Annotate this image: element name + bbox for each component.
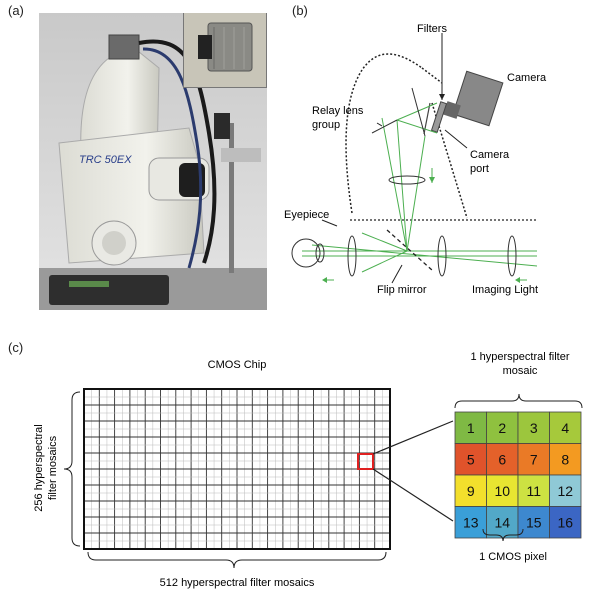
mosaic-cell	[549, 443, 582, 476]
mosaic-cell-label: 5	[467, 451, 475, 467]
cmos-chip-diagram: CMOS Chip 256 hyperspectral filter mosai…	[0, 335, 589, 601]
mosaic-cell-label: 13	[463, 514, 479, 530]
pixel-brace	[482, 528, 524, 542]
mosaic-cell-label: 10	[494, 483, 510, 499]
mosaic-cell-label: 6	[498, 451, 506, 467]
optical-schematic: Filters Camera Relay lens group Camera p…	[282, 8, 582, 308]
mosaic-cell-label: 8	[561, 451, 569, 467]
left-brace	[63, 391, 81, 547]
imaging-light-label: Imaging Light	[472, 284, 538, 296]
mosaic-cell	[454, 506, 487, 539]
mosaic-label: 1 hyperspectral filter	[470, 351, 569, 363]
filters-label: Filters	[417, 23, 447, 35]
filters-element	[430, 101, 448, 133]
fundus-camera-photo: TRC 50EX	[39, 13, 267, 310]
pixel-label: 1 CMOS pixel	[479, 551, 547, 563]
mosaic-cell-label: 15	[526, 514, 542, 530]
camera-port-label: Camera	[470, 149, 510, 161]
mosaic-label-2: mosaic	[503, 365, 538, 377]
chip-title: CMOS Chip	[208, 359, 267, 371]
panel-a-label: (a)	[8, 3, 24, 18]
mosaic-cell	[517, 443, 550, 476]
relay-lens-label: Relay lens	[312, 105, 364, 117]
mosaic-cell-label: 1	[467, 420, 475, 436]
left-label-2: filter mosaics	[47, 435, 59, 500]
mosaic-cell	[549, 506, 582, 539]
bottom-label: 512 hyperspectral filter mosaics	[160, 577, 315, 589]
panel-c-label: (c)	[8, 340, 24, 355]
panel-b-label: (b)	[292, 3, 308, 18]
eyepiece-label: Eyepiece	[284, 209, 329, 221]
brand-text: TRC 50EX	[79, 154, 132, 166]
mosaic-brace	[454, 393, 583, 409]
mosaic-cell	[517, 474, 550, 507]
bottom-brace	[87, 551, 387, 569]
left-label-1: 256 hyperspectral	[33, 424, 45, 511]
relay-lens-label-2: group	[312, 119, 340, 131]
mosaic-cell	[549, 411, 582, 444]
mosaic-cell-label: 2	[498, 420, 506, 436]
camera-port-label-2: port	[470, 163, 489, 175]
mosaic-cell-label: 14	[494, 514, 510, 530]
mosaic-cell-label: 9	[467, 483, 475, 499]
camera-inset-photo	[183, 13, 267, 88]
cmos-chip-drawing: CMOS Chip 256 hyperspectral filter mosai…	[33, 351, 583, 589]
flip-mirror-label: Flip mirror	[377, 284, 427, 296]
mosaic-cell-label: 16	[557, 514, 573, 530]
mosaic-cell-label: 11	[526, 483, 541, 499]
mosaic-cell-label: 4	[561, 420, 569, 436]
selected-mosaic-highlight	[357, 453, 374, 470]
camera-box	[452, 70, 504, 127]
camera-label: Camera	[507, 72, 547, 84]
chip-grid	[83, 388, 391, 550]
optical-schematic-drawing: Filters Camera Relay lens group Camera p…	[284, 23, 547, 296]
mosaic-cell-label: 12	[557, 483, 573, 499]
mosaic-cell	[486, 411, 519, 444]
camera-inset-illustration	[198, 22, 253, 72]
mosaic-cell-label: 7	[530, 451, 538, 467]
mosaic-cell-label: 3	[530, 420, 538, 436]
